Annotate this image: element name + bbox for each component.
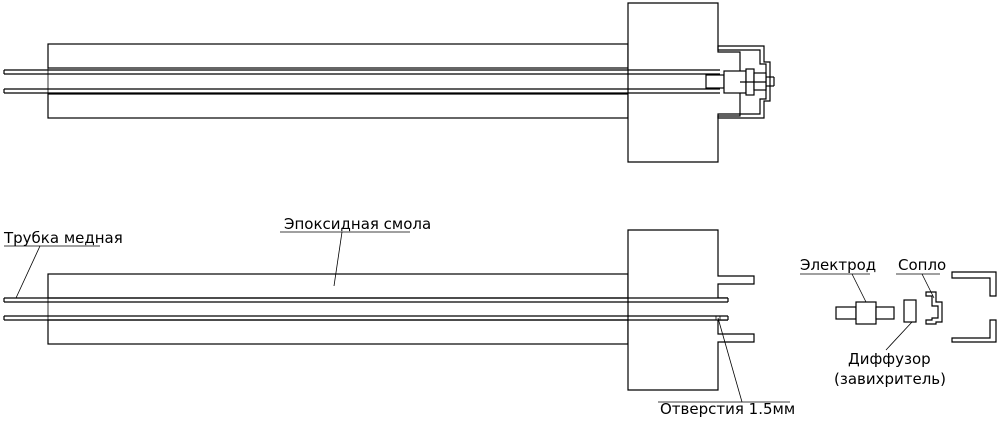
label-electrode: Электрод [800, 256, 876, 274]
leader-lines [4, 231, 940, 403]
section-view [3, 229, 755, 391]
epoxy-layer-top [47, 43, 629, 69]
label-diffuser: Диффузор [848, 350, 931, 368]
nozzle-part [951, 271, 997, 343]
label-epoxy: Эпоксидная смола [284, 215, 431, 233]
label-diffuser-swirler: (завихритель) [834, 370, 946, 388]
nozzle-assembled [717, 45, 771, 119]
diffuser-part [903, 299, 917, 323]
electrode-part [835, 301, 895, 325]
electrode-assembled [705, 68, 775, 96]
copper-tube-section [3, 297, 729, 321]
epoxy-layer-top-2 [47, 273, 629, 299]
nozzle-insert-part [925, 291, 943, 325]
label-copper-tube: Трубка медная [3, 229, 123, 247]
copper-tube-assembled [3, 68, 720, 94]
epoxy-layer-bottom [47, 93, 629, 119]
label-nozzle: Сопло [898, 256, 946, 274]
assembled-view [3, 2, 775, 163]
label-holes: Отверстия 1.5мм [660, 400, 795, 418]
epoxy-layer-bottom-2 [47, 319, 629, 345]
